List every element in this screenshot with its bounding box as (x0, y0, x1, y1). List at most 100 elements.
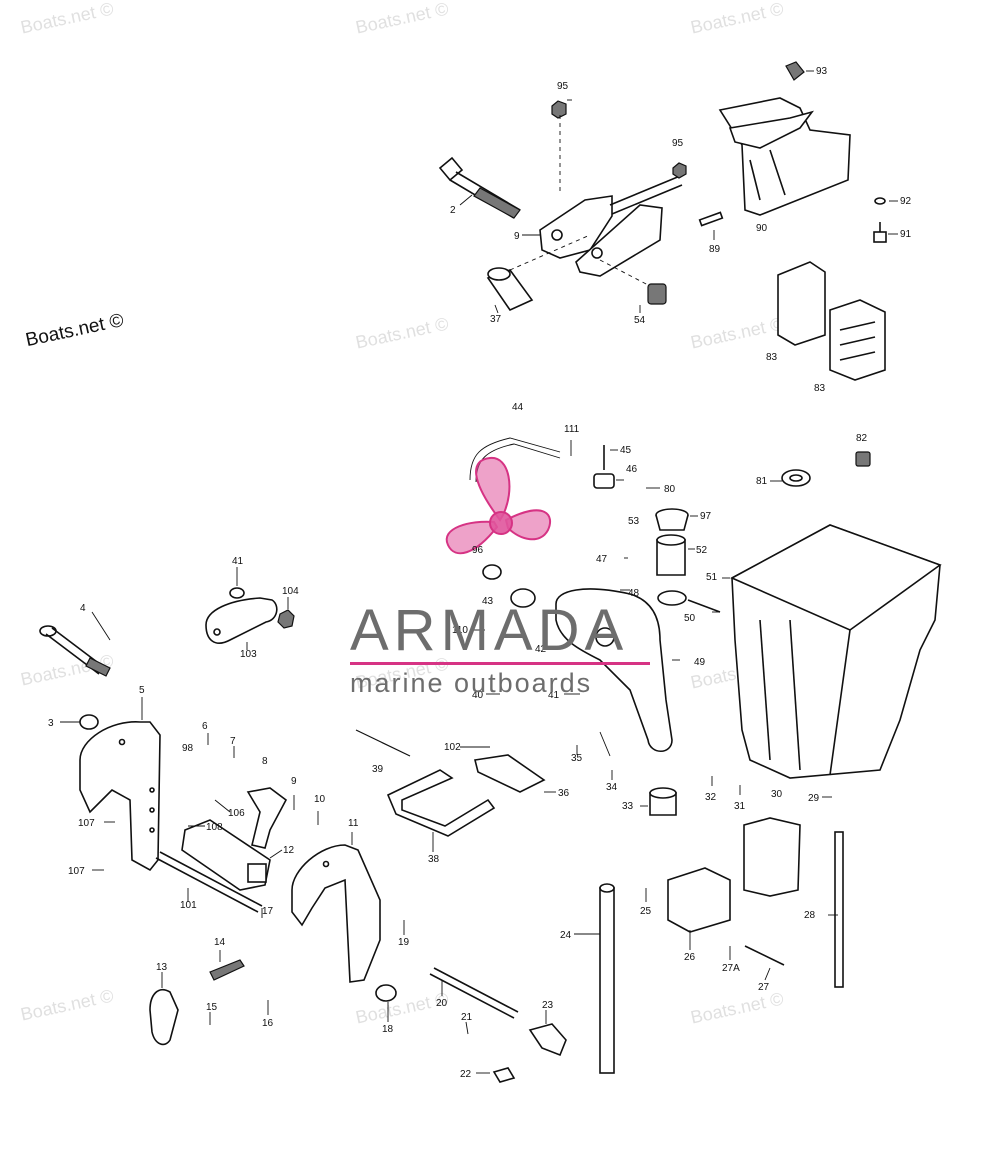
part-label: 43 (482, 596, 494, 607)
part-label: 19 (398, 937, 410, 948)
cover-part-83 (777, 261, 886, 381)
part-label: 82 (856, 433, 868, 444)
clamp-part-26 (667, 867, 731, 933)
rod-part-20 (429, 967, 519, 1019)
part-label: 2 (450, 205, 456, 216)
link-plate-part-103 (205, 597, 278, 644)
part-label: 110 (452, 625, 468, 636)
part-label: 54 (634, 315, 646, 326)
part-label: 14 (214, 937, 226, 948)
rod-part-101 (155, 851, 263, 913)
clamp-bracket-part-5 (79, 721, 161, 872)
bolt-part-50 (687, 599, 721, 613)
clamp-screw-part-2 (438, 156, 521, 219)
part-label: 40 (472, 690, 484, 701)
tilt-tube-bolt-part-4 (39, 625, 111, 677)
leader-lines (60, 70, 898, 1074)
thrust-rod-part-14 (209, 959, 245, 981)
part-label: 11 (348, 818, 359, 829)
part-label: 13 (156, 962, 168, 973)
nut-part-104 (277, 609, 295, 629)
clip-part-22 (492, 1067, 516, 1083)
part-label: 52 (696, 545, 708, 556)
part-label: 18 (382, 1024, 394, 1035)
part-label: 12 (283, 845, 295, 856)
part-label: 97 (700, 511, 712, 522)
swivel-arm-part-49 (555, 588, 673, 753)
part-label: 46 (626, 464, 638, 475)
bolt-part-27 (744, 945, 785, 966)
part-label: 26 (684, 952, 696, 963)
part-label: 104 (282, 586, 299, 597)
nut-part-95 (551, 100, 687, 195)
part-label: 95 (672, 138, 684, 149)
part-label: 37 (490, 314, 502, 325)
part-label: 48 (628, 588, 640, 599)
part-label: 7 (230, 736, 236, 747)
part-label: 35 (571, 753, 583, 764)
washer-part-92 (874, 197, 886, 205)
part-label: 98 (182, 743, 194, 754)
swivel-pin-part-24 (599, 883, 615, 1074)
part-label: 51 (706, 572, 718, 583)
fitting-part-46 (593, 445, 615, 489)
spring-part-48 (657, 590, 687, 606)
tube-part-37 (486, 234, 591, 312)
plate-part-36 (474, 754, 546, 793)
rod-part-39 (355, 729, 411, 757)
screw-part-91 (873, 222, 887, 243)
part-label: 107 (78, 818, 95, 829)
part-label: 47 (596, 554, 608, 565)
part-label: 29 (808, 793, 820, 804)
part-label: 49 (694, 657, 706, 668)
part-label: 9 (291, 776, 297, 787)
brand-divider (350, 662, 650, 665)
washer-part-18 (375, 984, 397, 1002)
part-label: 93 (816, 66, 828, 77)
drive-housing-part-51 (730, 524, 942, 779)
plug-part-82 (855, 451, 871, 467)
part-label: 42 (535, 644, 547, 655)
part-label: 34 (606, 782, 618, 793)
part-label: 107 (68, 866, 85, 877)
part-label: 32 (705, 792, 717, 803)
part-label: 25 (640, 906, 652, 917)
part-label: 96 (472, 545, 484, 556)
part-label: 33 (622, 801, 634, 812)
clamp-part-30 (743, 817, 801, 897)
part-label: 103 (240, 649, 257, 660)
part-label: 3 (48, 718, 54, 729)
clamp-bracket-part-11 (291, 844, 381, 983)
part-label: 44 (512, 402, 524, 413)
part-label: 21 (461, 1012, 473, 1023)
swivel-housing-part-90 (718, 61, 851, 216)
washer-part-96 (482, 564, 502, 580)
part-label: 10 (314, 794, 326, 805)
part-label: 4 (80, 603, 86, 614)
part-label: 101 (180, 900, 197, 911)
part-label: 53 (628, 516, 640, 527)
part-label: 81 (756, 476, 768, 487)
part-label: 41 (548, 690, 560, 701)
bushing-part-52 (656, 534, 686, 576)
washer-part-3 (79, 714, 99, 730)
part-label: 50 (684, 613, 696, 624)
part-label: 24 (560, 930, 572, 941)
part-label: 89 (709, 244, 721, 255)
pin-part-28 (834, 831, 844, 988)
part-label: 27 (758, 982, 770, 993)
cup-part-97 (655, 508, 689, 531)
part-label: 30 (771, 789, 783, 800)
bracket-part-38 (386, 769, 496, 837)
brand-name: ARMADA (350, 598, 629, 663)
part-label: 5 (139, 685, 145, 696)
part-label: 9 (514, 231, 520, 242)
part-label: 17 (262, 906, 274, 917)
part-label: 108 (206, 822, 223, 833)
block-part-12 (181, 819, 271, 891)
part-label: 41 (232, 556, 244, 567)
part-label: 102 (444, 742, 461, 753)
swivel-bracket-part-9 (539, 175, 683, 277)
